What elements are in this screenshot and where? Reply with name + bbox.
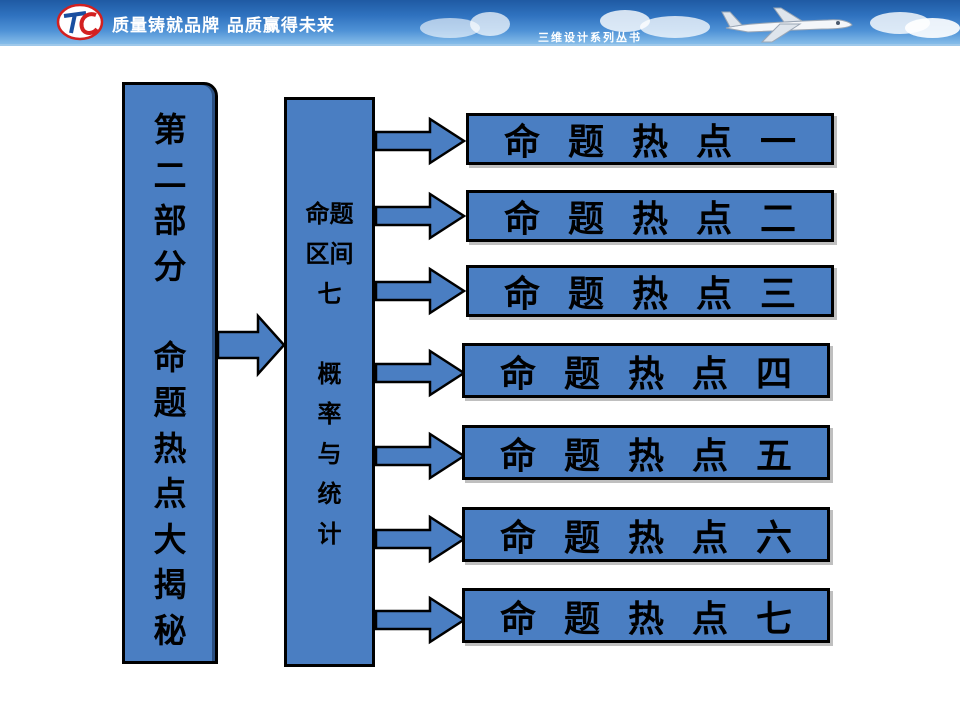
cloud-decoration [600,10,650,32]
hot-point-link-3[interactable]: 命题热点三 [466,265,834,317]
arrow-right-icon [374,595,467,645]
arrow-right-icon [216,312,286,378]
arrow-right-icon [374,116,467,166]
hot-point-link-7[interactable]: 命题热点七 [462,588,830,643]
arrow-right-icon [374,431,467,481]
banner-divider [0,44,960,46]
interval-title: 命题 区间 七 概 率 与 统 计 [305,199,354,548]
hot-point-link-2[interactable]: 命题热点二 [466,190,834,242]
interval-title-box: 命题 区间 七 概 率 与 统 计 [284,97,375,667]
arrow-right-icon [374,266,467,316]
arrow-right-icon [374,514,467,564]
cloud-decoration [640,16,710,38]
part-title: 第 二 部 分 命 题 热 点 大 揭 秘 [153,110,187,650]
cloud-decoration [470,12,510,36]
hot-point-link-4[interactable]: 命题热点四 [462,343,830,398]
hot-point-link-1[interactable]: 命题热点一 [466,113,834,165]
tc-logo-icon [56,3,104,41]
cloud-decoration [420,18,480,38]
cloud-decoration [905,18,960,38]
part-title-box: 第 二 部 分 命 题 热 点 大 揭 秘 [122,82,218,664]
airplane-icon [721,7,853,43]
header-banner: 质量铸就品牌 品质赢得未来 三维设计系列丛书 [0,0,960,44]
arrow-right-icon [374,191,467,241]
arrow-right-icon [374,348,467,398]
series-title: 三维设计系列丛书 [538,31,642,44]
slogan-text: 质量铸就品牌 品质赢得未来 [112,16,335,36]
hot-point-link-6[interactable]: 命题热点六 [462,507,830,562]
hot-point-link-5[interactable]: 命题热点五 [462,425,830,480]
